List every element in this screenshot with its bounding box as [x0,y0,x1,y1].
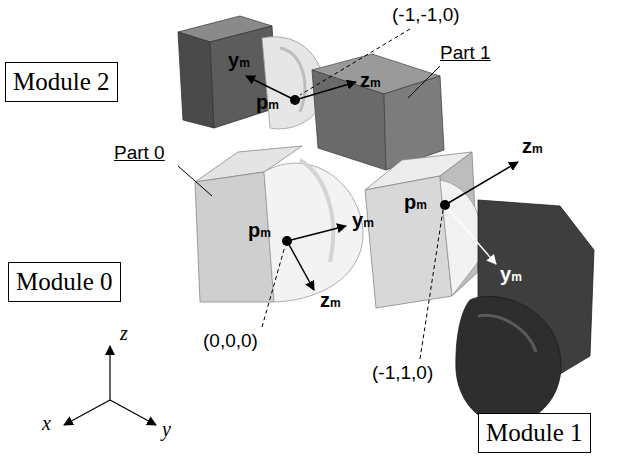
dashed-leader [420,210,443,359]
frame-axis-label: zm [360,70,381,90]
frame-origin-label: pm [256,92,279,112]
part-1-body [312,54,444,170]
module-label-box: Module 0 [8,262,121,302]
coordinate-label: (-1,-1,0) [392,4,460,26]
module-name: Module 0 [16,268,113,296]
dashed-leader [262,246,285,327]
coordinate-label: (0,0,0) [203,330,258,352]
module-0-frame [282,226,346,290]
module-label-box: Module 2 [5,62,118,102]
frame-axis-label: zm [320,290,341,310]
leader-line [178,166,212,196]
module-label-box: Module 1 [478,413,591,453]
module-1-frame [440,162,518,264]
coordinate-label: (-1,1,0) [372,362,433,384]
axis-label: x [42,412,51,435]
leader-line [408,66,440,98]
part-label: Part 1 [440,42,491,64]
module-1-body [365,152,594,424]
module-name: Module 2 [13,68,110,96]
frame-axis-label: ym [352,210,374,230]
frame-axis-label: ym [228,50,250,70]
frame-origin-label: pm [248,220,271,240]
frame-axis-label: zm [522,136,543,156]
axis-label: y [162,418,171,441]
global-axes [64,346,156,425]
module-2-body [178,16,323,129]
frame-axis-label: ym [500,264,522,284]
module-0-body [195,146,363,302]
part-label: Part 0 [114,142,165,164]
dashed-leader [300,29,410,95]
module-name: Module 1 [486,419,583,447]
frame-origin-label: pm [404,192,427,212]
axis-label: z [120,322,128,345]
